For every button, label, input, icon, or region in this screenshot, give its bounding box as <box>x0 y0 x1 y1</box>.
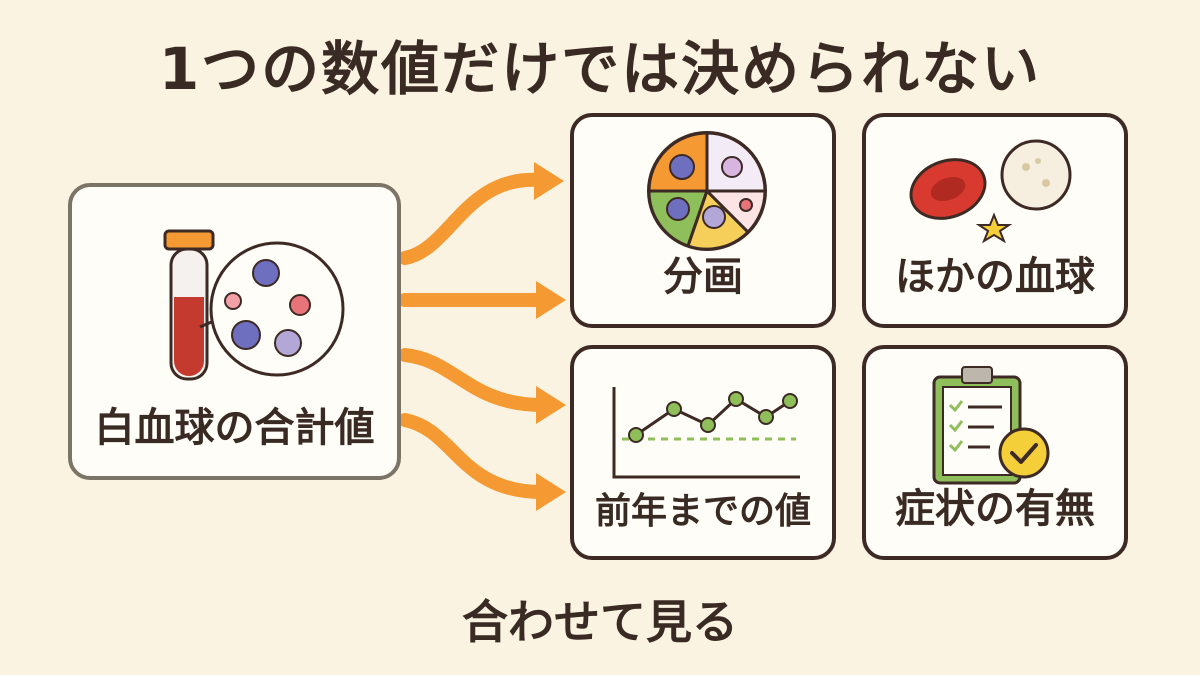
card-past-values: 前年までの値 <box>570 345 836 560</box>
arrow-to-symptoms <box>398 413 549 499</box>
footer-caption: 合わせて見る <box>462 595 738 649</box>
card-other-blood-cells: ほかの血球 <box>862 113 1128 328</box>
source-label: 白血球の合計値 <box>94 405 375 451</box>
card-fractions-label: 分画 <box>663 254 743 300</box>
card-fractions: 分画 <box>570 113 836 328</box>
arrowhead-icon <box>536 473 566 511</box>
symptom-checklist-icon <box>932 366 1050 485</box>
card-symptoms: 症状の有無 <box>862 345 1128 560</box>
page-title: 1つの数値だけでは決められない <box>158 35 1042 103</box>
card-past-values-label: 前年までの値 <box>594 491 811 532</box>
arrowhead-icon <box>534 162 564 200</box>
arrow-to-fractions <box>398 172 547 265</box>
card-symptoms-label: 症状の有無 <box>895 486 1095 532</box>
blood-cells-icon <box>909 139 1072 244</box>
arrowhead-icon <box>536 281 566 319</box>
differential-pie-icon <box>647 131 767 251</box>
trend-line-icon <box>612 387 800 479</box>
source-card-total-wbc: 白血球の合計値 <box>68 183 401 480</box>
blood-test-tube-icon <box>163 229 345 381</box>
arrowhead-icon <box>536 386 566 424</box>
arrow-to-past-values <box>398 348 549 412</box>
card-other-blood-cells-label: ほかの血球 <box>895 254 1095 300</box>
